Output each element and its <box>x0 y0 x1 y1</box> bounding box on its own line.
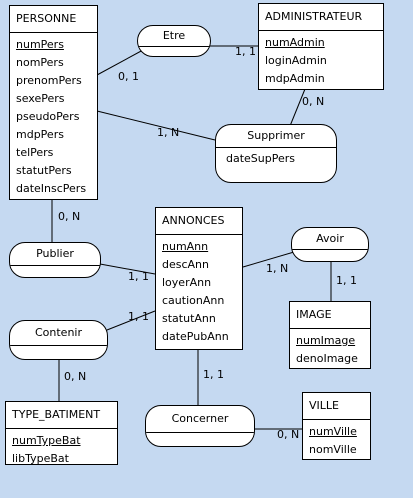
cardinality-annonces-contenir: 1, 1 <box>128 310 149 323</box>
link-contenir-annonces <box>106 310 156 331</box>
entity-annonces[interactable]: ANNONCES numAnn descAnn loyerAnn caution… <box>155 207 243 350</box>
attribute: loyerAnn <box>162 276 212 289</box>
cardinality-administrateur-etre: 1, 1 <box>235 45 256 58</box>
attribute-primary-key: numPers <box>16 38 64 51</box>
entity-image[interactable]: IMAGE numImage denoImage <box>289 301 371 369</box>
link-annonces-avoir <box>242 251 295 268</box>
attribute: dateInscPers <box>16 182 87 195</box>
attribute: denoImage <box>296 352 358 365</box>
association-title: Supprimer <box>216 125 336 148</box>
association-title: Concerner <box>146 406 254 433</box>
association-title: Avoir <box>292 228 368 250</box>
association-title: Etre <box>138 26 210 47</box>
cardinality-personne-supprimer: 1, N <box>157 126 180 139</box>
cardinality-type-batiment-contenir: 0, N <box>64 370 87 383</box>
link-personne-supprimer <box>96 110 216 141</box>
entity-title: TYPE_BATIMENT <box>6 402 117 429</box>
cardinality-personne-publier: 0, N <box>58 210 81 223</box>
entity-type-batiment[interactable]: TYPE_BATIMENT numTypeBat libTypeBat <box>5 401 118 465</box>
link-personne-etre <box>96 49 144 76</box>
attribute: mdpPers <box>16 128 64 141</box>
attribute: pseudoPers <box>16 110 80 123</box>
association-etre[interactable]: Etre <box>137 25 211 57</box>
entity-title: IMAGE <box>290 302 370 329</box>
attribute: statutAnn <box>162 312 216 325</box>
attribute: nomPers <box>16 56 64 69</box>
attribute-primary-key: numImage <box>296 334 356 347</box>
attribute: sexePers <box>16 92 65 105</box>
association-supprimer[interactable]: Supprimer dateSupPers <box>215 124 337 183</box>
entity-administrateur[interactable]: ADMINISTRATEUR numAdmin loginAdmin mdpAd… <box>258 3 384 90</box>
cardinality-personne-etre: 0, 1 <box>118 70 139 83</box>
attribute: prenomPers <box>16 74 82 87</box>
association-publier[interactable]: Publier <box>9 242 101 278</box>
attribute: telPers <box>16 146 54 159</box>
attribute: descAnn <box>162 258 209 271</box>
cardinality-administrateur-supprimer: 0, N <box>302 95 325 108</box>
attribute-primary-key: numAdmin <box>265 36 325 49</box>
cardinality-image-avoir: 1, 1 <box>336 274 357 287</box>
entity-title: ADMINISTRATEUR <box>259 4 383 31</box>
attribute: datePubAnn <box>162 330 229 343</box>
entity-ville[interactable]: VILLE numVille nomVille <box>302 392 371 460</box>
association-title: Contenir <box>10 321 107 346</box>
attribute-primary-key: numTypeBat <box>12 434 81 447</box>
link-administrateur-supprimer <box>289 88 306 127</box>
association-contenir[interactable]: Contenir <box>9 320 108 360</box>
entity-title: VILLE <box>303 393 370 420</box>
attribute-primary-key: numVille <box>309 425 357 438</box>
association-attribute: dateSupPers <box>226 152 296 165</box>
attribute: loginAdmin <box>265 54 327 67</box>
link-publier-annonces <box>99 263 156 275</box>
cardinality-annonces-publier: 1, 1 <box>128 270 149 283</box>
attribute: nomVille <box>309 443 357 456</box>
cardinality-ville-concerner: 0, N <box>277 428 300 441</box>
attribute: cautionAnn <box>162 294 225 307</box>
attribute: libTypeBat <box>12 452 69 465</box>
association-title: Publier <box>10 243 100 266</box>
entity-title: ANNONCES <box>156 208 242 235</box>
cardinality-annonces-avoir: 1, N <box>266 262 289 275</box>
entity-personne[interactable]: PERSONNE numPers nomPers prenomPers sexe… <box>9 5 98 200</box>
association-concerner[interactable]: Concerner <box>145 405 255 447</box>
attribute: mdpAdmin <box>265 72 325 85</box>
entity-title: PERSONNE <box>10 6 97 33</box>
cardinality-annonces-concerner: 1, 1 <box>203 368 224 381</box>
attribute: statutPers <box>16 164 72 177</box>
association-avoir[interactable]: Avoir <box>291 227 369 262</box>
attribute-primary-key: numAnn <box>162 240 209 253</box>
